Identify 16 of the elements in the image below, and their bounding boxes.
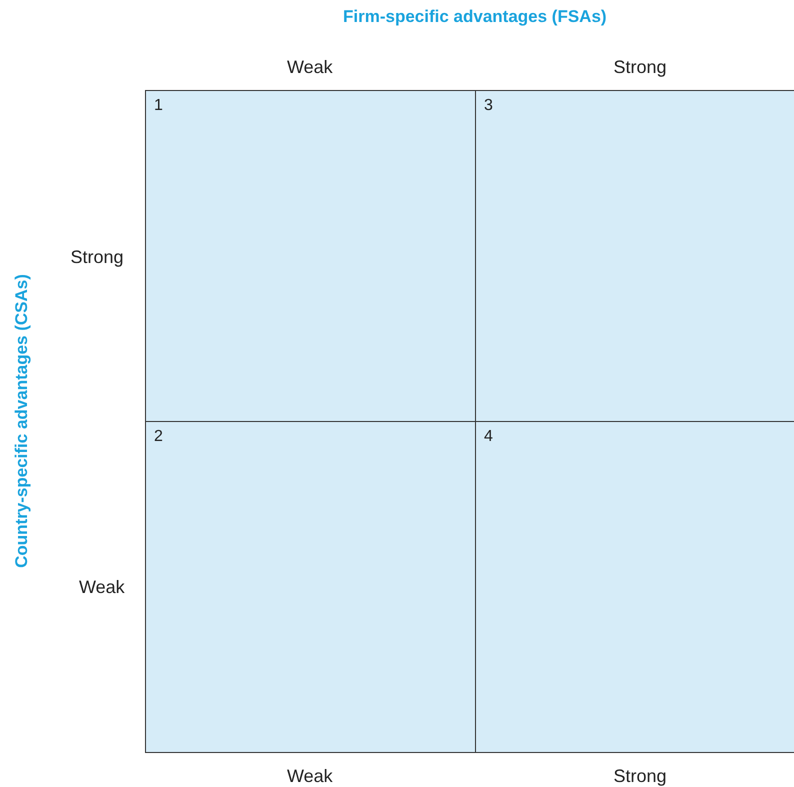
matrix-cell [475, 90, 794, 422]
matrix-cell [475, 421, 794, 753]
matrix-cell [145, 90, 476, 422]
axis-label: Weak [287, 766, 333, 786]
quadrant-number: 4 [484, 428, 493, 446]
axis-label: Weak [287, 56, 333, 78]
axis-title: Country-specific advantages (CSAs) [12, 274, 32, 568]
axis-label: Strong [70, 246, 124, 268]
quadrant-number: 3 [484, 97, 493, 115]
axis-label: Strong [614, 56, 667, 78]
axis-title: Firm-specific advantages (FSAs) [343, 7, 607, 27]
matrix-cell [145, 421, 476, 753]
quadrant-number: 2 [154, 428, 163, 446]
axis-label: Strong [614, 766, 667, 786]
quadrant-number: 1 [154, 97, 163, 115]
axis-label: Weak [79, 576, 125, 598]
